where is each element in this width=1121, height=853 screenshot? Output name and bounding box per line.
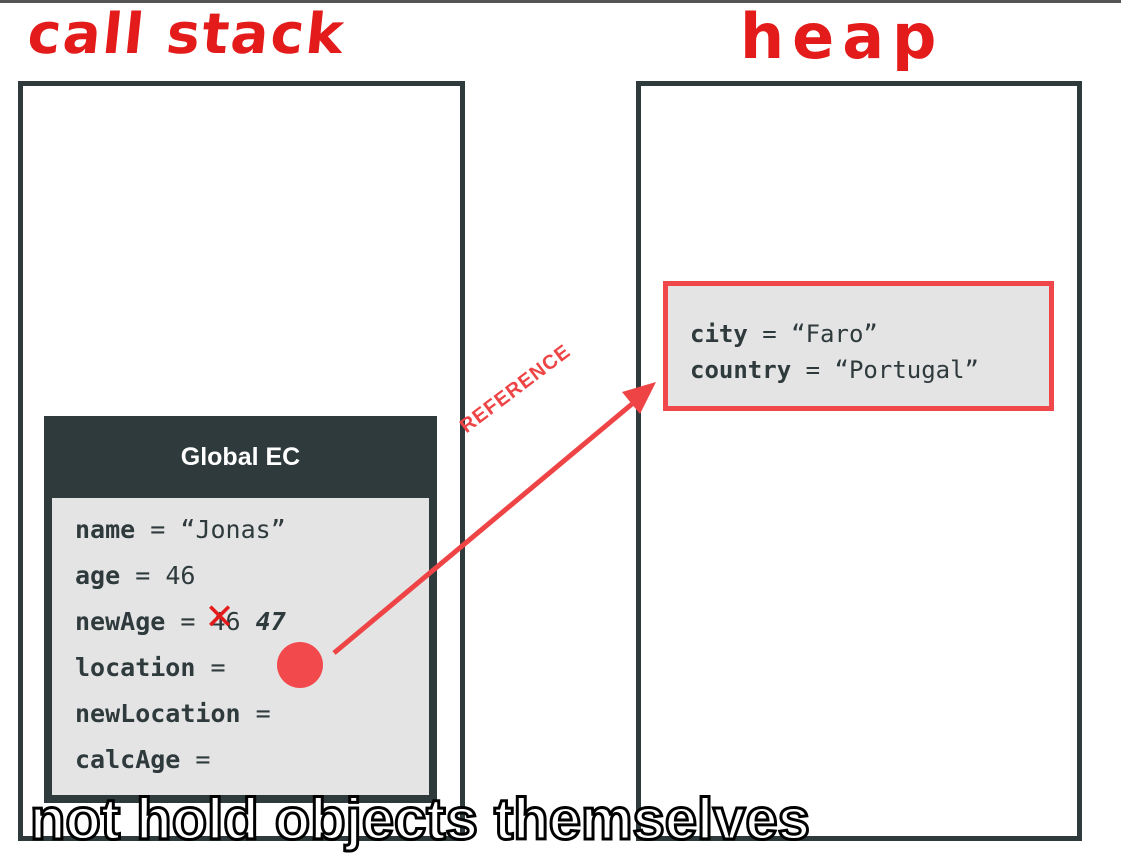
- property-row-country: country = “Portugal”: [690, 350, 979, 390]
- variable-name: newLocation: [75, 699, 241, 728]
- global-execution-context: Global EC name = “Jonas” age = 46 newAge…: [44, 416, 437, 803]
- assign-operator: =: [135, 561, 151, 590]
- variable-name: newAge: [75, 607, 166, 636]
- variable-row-newlocation: newLocation =: [75, 694, 271, 734]
- property-name: country: [690, 356, 792, 384]
- old-value: 46: [210, 607, 241, 636]
- heap-object-box: city = “Faro” country = “Portugal”: [663, 281, 1054, 411]
- reference-arrow-layer: [277, 382, 656, 688]
- reference-pointer-dot: [277, 642, 323, 688]
- assign-operator: =: [150, 515, 166, 544]
- assign-operator: =: [762, 320, 777, 348]
- property-value: “Portugal”: [834, 356, 980, 384]
- variable-value: “Jonas”: [180, 515, 286, 544]
- assign-operator: =: [805, 356, 821, 384]
- variable-name: location: [75, 653, 196, 682]
- variable-name: calcAge: [75, 745, 181, 774]
- cross-out-mark: ✕: [204, 597, 235, 638]
- top-border-line: [0, 0, 1121, 3]
- variable-value: 47: [255, 607, 286, 636]
- heap-panel: [636, 81, 1082, 841]
- heap-handwritten-title: heap: [740, 0, 945, 73]
- assign-operator: =: [180, 607, 196, 636]
- old-value-crossed: 46✕: [205, 598, 241, 642]
- property-name: city: [690, 320, 748, 348]
- assign-operator: =: [195, 745, 211, 774]
- execution-context-variables: name = “Jonas” age = 46 newAge = 46✕ 47 …: [52, 498, 429, 795]
- property-row-city: city = “Faro”: [690, 314, 878, 354]
- property-value: “Faro”: [791, 320, 878, 348]
- assign-operator: =: [255, 699, 271, 728]
- variable-row-name: name = “Jonas”: [75, 510, 286, 550]
- variable-name: name: [75, 515, 136, 544]
- assign-operator: =: [210, 653, 226, 682]
- variable-row-calcage: calcAge =: [75, 740, 210, 780]
- video-subtitle: not hold objects themselves: [29, 786, 812, 853]
- reference-arrow-line: [332, 402, 634, 655]
- reference-arrow-head: [622, 382, 656, 414]
- variable-name: age: [75, 561, 121, 590]
- variable-row-newage: newAge = 46✕ 47: [75, 598, 286, 642]
- variable-row-location: location =: [75, 648, 226, 688]
- execution-context-title: Global EC: [180, 442, 301, 471]
- variable-value: 46: [165, 561, 196, 590]
- variable-row-age: age = 46: [75, 556, 195, 596]
